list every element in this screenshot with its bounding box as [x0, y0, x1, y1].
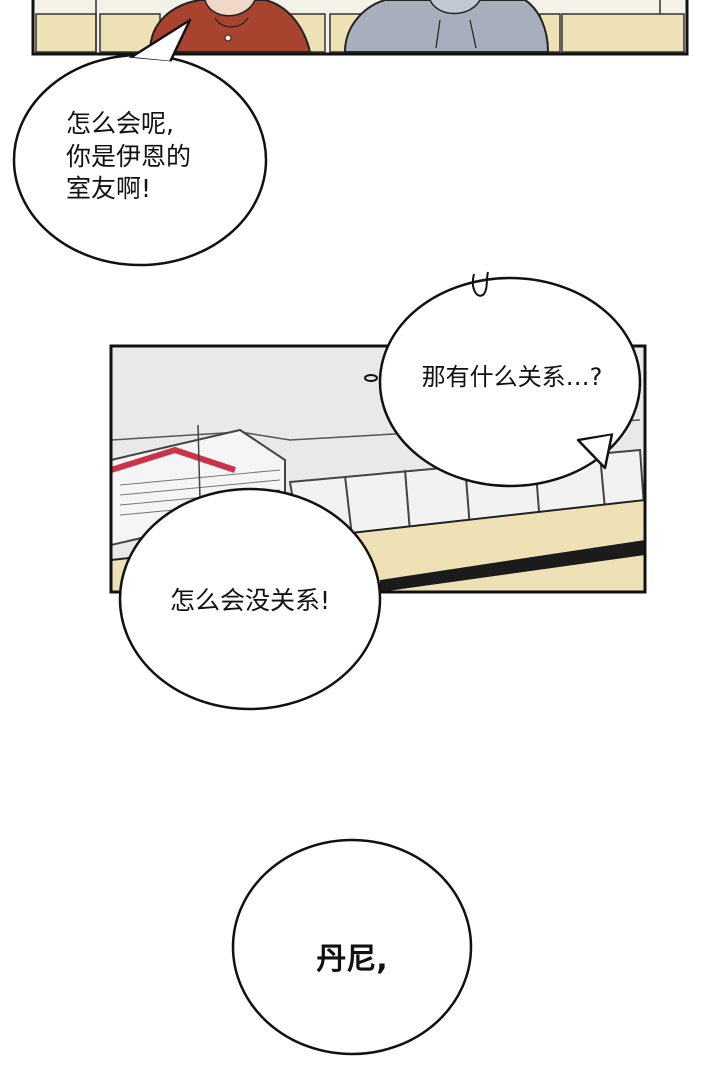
gray-hoodie-character	[343, 0, 550, 53]
small-mark-icon	[364, 374, 378, 382]
speech-bubble-top-left	[12, 18, 268, 267]
speech-text-top-left: 怎么会呢, 你是伊恩的 室友啊!	[66, 109, 192, 203]
speech-text-middle-left: 怎么会没关系!	[169, 586, 331, 615]
red-shirt-character	[148, 0, 312, 53]
squiggle-mark-icon	[472, 271, 489, 297]
speech-bubble-top-right	[364, 271, 642, 488]
air-conditioner	[111, 424, 286, 547]
speech-text-bottom: 丹尼,	[316, 942, 388, 977]
speech-text-top-right: 那有什么关系…?	[421, 363, 603, 391]
speech-bubble-middle-left	[118, 487, 382, 711]
